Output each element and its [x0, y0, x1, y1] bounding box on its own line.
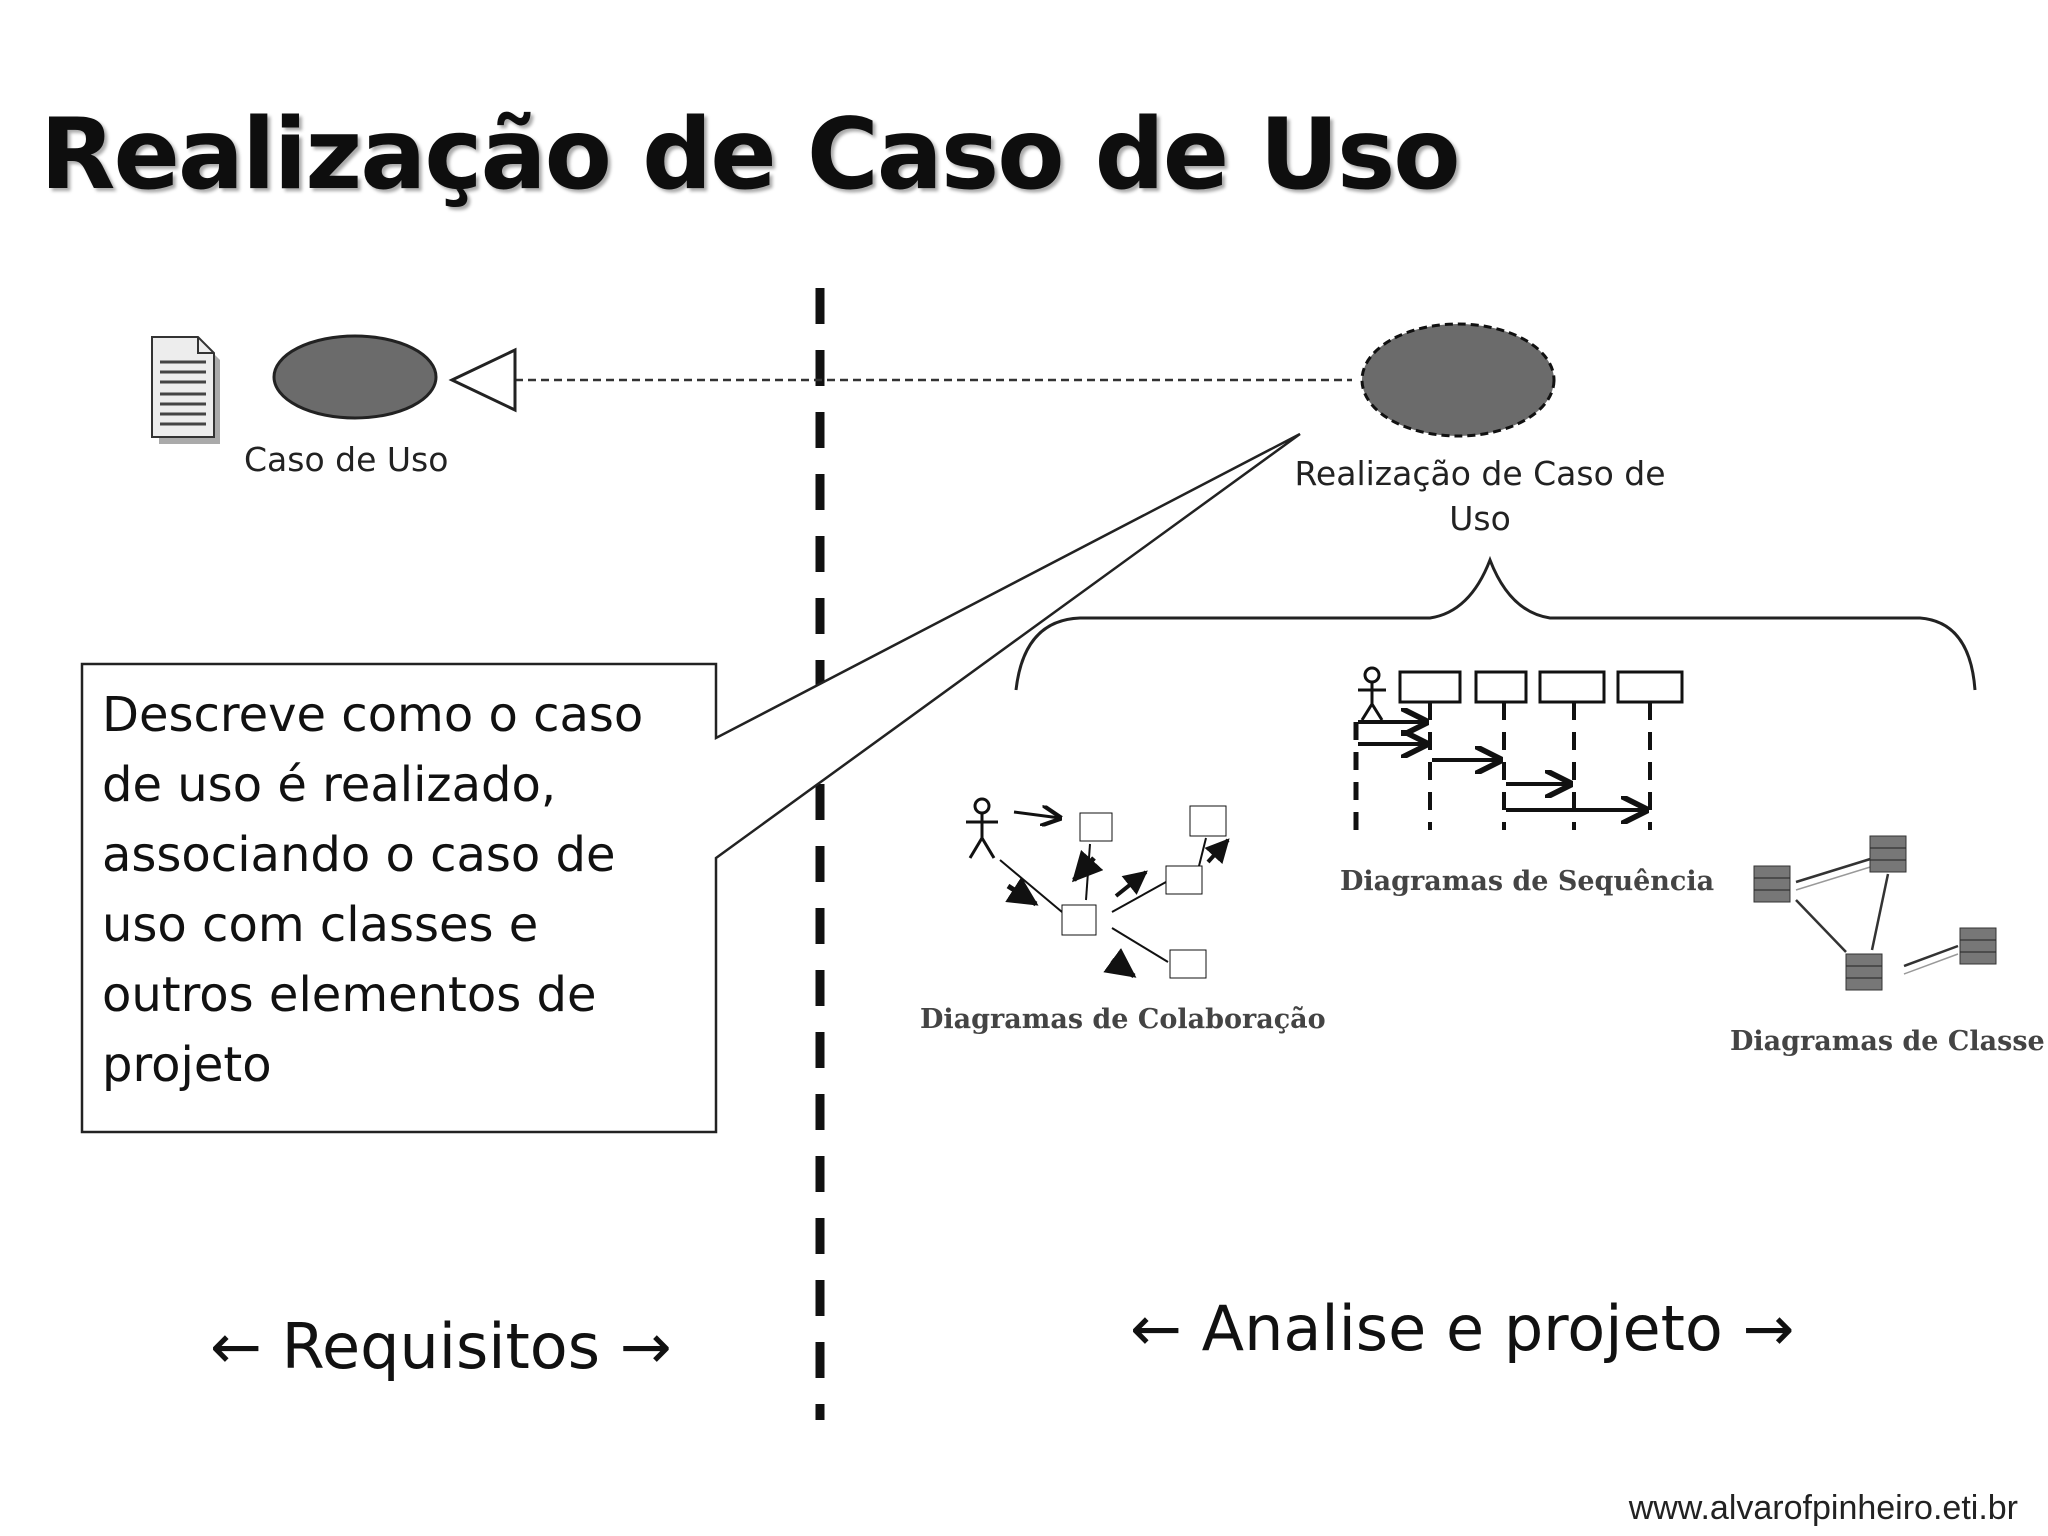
- note-text: Descreve como o caso de uso é realizado,…: [102, 687, 644, 1093]
- sequence-diagram: [1353, 666, 1684, 830]
- realization-label-line1: Realização de Caso de: [1294, 454, 1666, 493]
- use-case-label: Caso de Uso: [244, 440, 449, 479]
- collaboration-caption: Diagramas de Colaboração: [920, 1004, 1326, 1035]
- realization-arrowhead: [448, 347, 517, 413]
- class-box-icon: [1869, 835, 1907, 873]
- collaboration-diagram: [966, 797, 1230, 979]
- realization-label: Realização de Caso de Uso: [1260, 454, 1700, 538]
- class-box-icon: [1959, 927, 1997, 965]
- class-box-icon: [1753, 865, 1791, 903]
- class-diagram: [1753, 835, 1997, 991]
- actor-icon: [1358, 666, 1386, 721]
- note-callout: [80, 432, 1301, 1134]
- region-requisitos: ← Requisitos →: [210, 1310, 672, 1383]
- footer-url: www.alvarofpinheiro.eti.br: [1628, 1489, 2018, 1527]
- realization-ellipse: [1360, 322, 1556, 438]
- actor-icon: [966, 797, 998, 859]
- realization-label-line2: Uso: [1449, 499, 1511, 538]
- region-analise-projeto: ← Analise e projeto →: [1130, 1292, 1795, 1365]
- class-caption: Diagramas de Classe: [1730, 1026, 2045, 1057]
- brace: [1014, 555, 1977, 691]
- page-title: Realização de Caso de Uso: [40, 98, 1461, 212]
- sequence-caption: Diagramas de Sequência: [1340, 866, 1715, 897]
- document-icon: [151, 336, 220, 444]
- class-box-icon: [1845, 953, 1883, 991]
- use-case-ellipse: [272, 334, 438, 420]
